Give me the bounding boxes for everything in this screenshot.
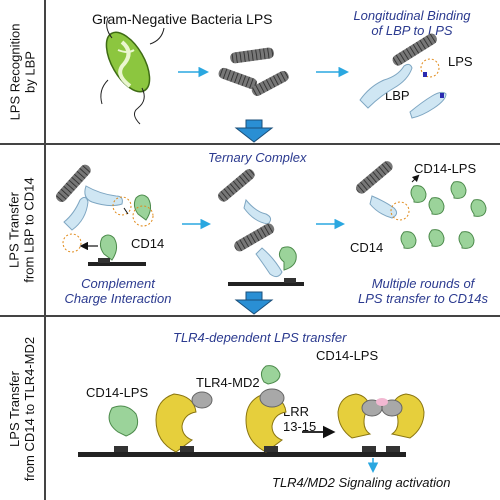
down-arrow-icon [234,291,274,315]
membrane-anchor [98,258,110,263]
panel1-subtitle-line: of LBP to LPS [371,23,453,38]
row-label-line: from LBP to CD14 [22,177,38,283]
binding-arrow [123,207,129,215]
down-arrow-icon [234,119,274,143]
panel1-title: Gram-Negative Bacteria LPS [92,11,273,27]
label-column-divider [44,0,46,500]
pointer-arrow [411,174,420,183]
caption-line: Multiple rounds of [371,276,475,291]
caption-line: Complement [81,276,155,291]
cd14-protein-icon [133,194,152,221]
lbp-protein-icon [55,164,132,253]
panel3-title: TLR4-dependent LPS transfer [173,330,347,345]
lbp-protein-icon [359,33,447,119]
panel1-subtitle-line: Longitudinal Binding [353,8,471,23]
lrr-label: LRR 13-15 [283,404,316,434]
membrane-anchor [284,278,296,283]
panel2-right-caption: Multiple rounds of LPS transfer to CD14s [353,276,493,306]
caption-line: Charge Interaction [64,291,172,306]
tlr4-md2-label: TLR4-MD2 [196,375,260,390]
row-label-line: from CD14 to TLR4-MD2 [22,336,37,481]
panel2-left-caption: Complement Charge Interaction [52,276,184,306]
membrane-icon [88,262,146,266]
lrr-line: 13-15 [283,419,317,434]
cd14-protein-icon [108,405,139,452]
lrr-line: LRR [283,404,310,419]
lbp-protein-icon [355,161,410,221]
lps-micelle-icon [218,47,289,96]
tlr4-md2-complex-icon [337,393,425,452]
lbp-label: LBP [385,88,410,103]
lps-label: LPS [448,54,473,69]
membrane-icon [228,282,304,286]
bacterium-icon [100,17,165,125]
membrane-icon [78,452,406,457]
row-label-line: by LBP [22,50,37,93]
tlr4-md2-complex-icon [155,391,213,453]
ternary-complex-icon [217,169,297,278]
cd14-lps-left-label: CD14-LPS [86,385,149,400]
row-label-line: LPS Transfer [7,192,23,268]
panel1-subtitle: Longitudinal Binding of LBP to LPS [338,8,486,38]
cd14-lps-label: CD14-LPS [414,161,477,176]
cd14-label-right: CD14 [350,240,384,255]
row-label-line: LPS Recognition [7,23,22,120]
caption-line: LPS transfer to CD14s [357,291,489,306]
row-divider-1 [0,143,500,145]
cd14-protein-icon [400,181,487,249]
cd14-protein-icon [99,234,118,261]
row-label-line: LPS Transfer [7,370,22,447]
row-divider-2 [0,315,500,317]
cd14-lps-right-label: CD14-LPS [316,348,379,363]
cd14-label-left: CD14 [131,236,165,251]
panel2-title: Ternary Complex [208,150,307,165]
signaling-activation-label: TLR4/MD2 Signaling activation [272,475,451,490]
